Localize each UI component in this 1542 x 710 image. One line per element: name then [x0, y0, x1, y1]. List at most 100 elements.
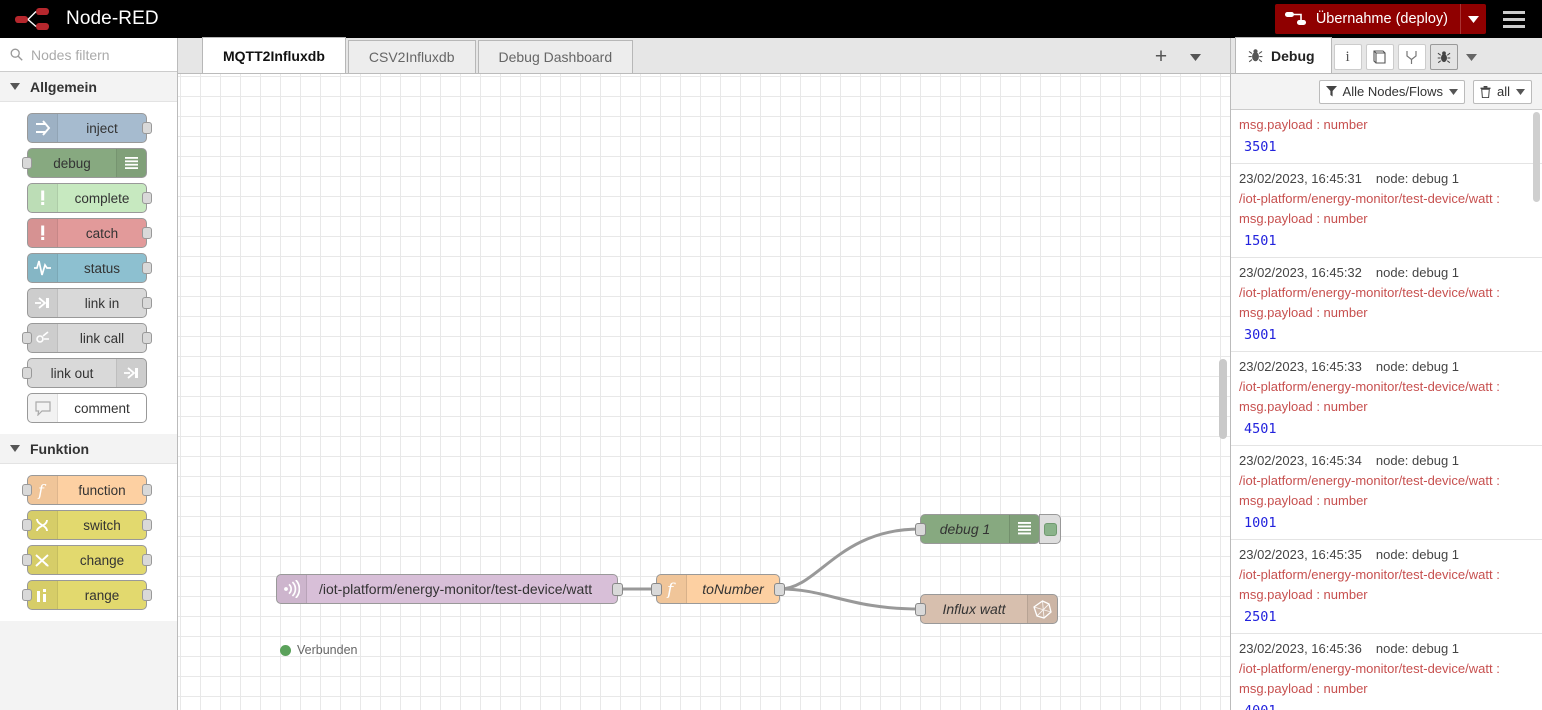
input-port[interactable] — [22, 367, 32, 379]
palette-node-label: complete — [58, 191, 146, 206]
sidebar-tool-debug[interactable] — [1430, 44, 1458, 70]
flow-node-influx-watt[interactable]: Influx watt — [920, 594, 1058, 624]
flow-tabs: MQTT2InfluxdbCSV2InfluxdbDebug Dashboard — [178, 34, 635, 73]
sidebar-tab-debug[interactable]: Debug — [1235, 37, 1332, 73]
main-menu-button[interactable] — [1486, 0, 1542, 38]
output-port[interactable] — [142, 554, 152, 566]
debug-message[interactable]: msg.payload : number3501 — [1231, 110, 1542, 164]
input-port[interactable] — [22, 519, 32, 531]
debug-value: 1501 — [1239, 229, 1534, 251]
flow-node-to-number[interactable]: f toNumber — [656, 574, 780, 604]
debug-topic: /iot-platform/energy-monitor/test-device… — [1239, 471, 1534, 491]
output-port[interactable] — [142, 589, 152, 601]
flow-node-label: toNumber — [687, 581, 779, 597]
book-icon — [1372, 50, 1387, 64]
debug-timestamp: 23/02/2023, 16:45:36 — [1239, 641, 1362, 656]
output-port[interactable] — [142, 122, 152, 134]
flow-canvas[interactable]: /iot-platform/energy-monitor/test-device… — [178, 74, 1230, 710]
flow-node-debug-1[interactable]: debug 1 — [920, 514, 1040, 544]
palette-node-comment[interactable]: comment — [27, 393, 147, 423]
add-flow-button[interactable]: + — [1148, 45, 1174, 69]
debug-enable-toggle[interactable] — [1039, 514, 1061, 544]
sidebar-tool-help[interactable] — [1366, 44, 1394, 70]
palette-node-function[interactable]: ffunction — [27, 475, 147, 505]
debug-message[interactable]: 23/02/2023, 16:45:32node: debug 1/iot-pl… — [1231, 258, 1542, 352]
input-port[interactable] — [22, 589, 32, 601]
deploy-icon — [1285, 11, 1307, 27]
chevron-down-icon — [10, 445, 20, 452]
flow-tab-debug-dashboard[interactable]: Debug Dashboard — [478, 40, 634, 73]
palette-search[interactable]: Nodes filtern — [0, 38, 177, 72]
app-header: Node-RED Übernahme (deploy) — [0, 0, 1542, 38]
debug-value: 4001 — [1239, 699, 1534, 710]
debug-message[interactable]: 23/02/2023, 16:45:34node: debug 1/iot-pl… — [1231, 446, 1542, 540]
sidebar-more-button[interactable] — [1460, 44, 1484, 70]
palette-node-link-out[interactable]: link out — [27, 358, 147, 388]
palette-node-debug[interactable]: debug — [27, 148, 147, 178]
palette-node-link-in[interactable]: link in — [27, 288, 147, 318]
sidebar-tool-config-nodes[interactable] — [1398, 44, 1426, 70]
flow-list-menu-button[interactable] — [1182, 45, 1208, 69]
palette-node-change[interactable]: change — [27, 545, 147, 575]
debug-message[interactable]: 23/02/2023, 16:45:33node: debug 1/iot-pl… — [1231, 352, 1542, 446]
flow-tab-mqtt2influxdb[interactable]: MQTT2Influxdb — [202, 37, 346, 73]
palette-node-complete[interactable]: complete — [27, 183, 147, 213]
canvas-vertical-scrollbar[interactable] — [1219, 359, 1227, 439]
palette-node-catch[interactable]: catch — [27, 218, 147, 248]
flow-tab-csv2influxdb[interactable]: CSV2Influxdb — [348, 40, 476, 73]
palette-node-switch[interactable]: switch — [27, 510, 147, 540]
debug-items: msg.payload : number350123/02/2023, 16:4… — [1231, 110, 1542, 710]
input-port[interactable] — [22, 554, 32, 566]
link-in-icon — [28, 289, 58, 317]
palette-node-link-call[interactable]: link call — [27, 323, 147, 353]
output-port[interactable] — [612, 583, 623, 596]
debug-topic: /iot-platform/energy-monitor/test-device… — [1239, 377, 1534, 397]
debug-message-list[interactable]: msg.payload : number350123/02/2023, 16:4… — [1231, 110, 1542, 710]
brand: Node-RED — [0, 6, 159, 32]
deploy-button[interactable]: Übernahme (deploy) — [1275, 4, 1460, 34]
palette-category-allgemein[interactable]: Allgemein — [0, 72, 177, 102]
output-port[interactable] — [142, 332, 152, 344]
palette-node-label: catch — [58, 226, 146, 241]
debug-filter-select[interactable]: Alle Nodes/Flows — [1319, 80, 1465, 104]
influxdb-icon — [1027, 595, 1057, 623]
debug-source-node: node: debug 1 — [1376, 359, 1459, 374]
sidebar-tool-information[interactable]: i — [1334, 44, 1362, 70]
node-red-logo-icon — [14, 6, 56, 32]
input-port[interactable] — [22, 484, 32, 496]
input-port[interactable] — [651, 583, 662, 596]
chevron-down-icon — [1449, 89, 1458, 95]
debug-clear-label: all — [1497, 84, 1510, 99]
palette-category-funktion[interactable]: Funktion — [0, 434, 177, 464]
debug-message[interactable]: 23/02/2023, 16:45:31node: debug 1/iot-pl… — [1231, 164, 1542, 258]
palette-node-range[interactable]: range — [27, 580, 147, 610]
debug-message[interactable]: 23/02/2023, 16:45:35node: debug 1/iot-pl… — [1231, 540, 1542, 634]
palette-node-inject[interactable]: inject — [27, 113, 147, 143]
debug-vertical-scrollbar[interactable] — [1533, 112, 1540, 202]
output-port[interactable] — [142, 484, 152, 496]
input-port[interactable] — [22, 332, 32, 344]
output-port[interactable] — [774, 583, 785, 596]
wire-function-to-influx — [780, 589, 920, 609]
debug-timestamp: 23/02/2023, 16:45:34 — [1239, 453, 1362, 468]
input-port[interactable] — [22, 157, 32, 169]
output-port[interactable] — [142, 192, 152, 204]
palette-node-status[interactable]: status — [27, 253, 147, 283]
switch-icon — [28, 511, 58, 539]
debug-message-meta: 23/02/2023, 16:45:35node: debug 1 — [1239, 545, 1534, 565]
debug-message[interactable]: 23/02/2023, 16:45:36node: debug 1/iot-pl… — [1231, 634, 1542, 710]
input-port[interactable] — [915, 523, 926, 536]
deploy-options-button[interactable] — [1460, 4, 1486, 34]
debug-property: msg.payload : number — [1239, 303, 1534, 323]
output-port[interactable] — [142, 519, 152, 531]
debug-timestamp: 23/02/2023, 16:45:31 — [1239, 171, 1362, 186]
flow-workspace: MQTT2InfluxdbCSV2InfluxdbDebug Dashboard… — [178, 38, 1230, 710]
palette-node-label: link out — [28, 366, 116, 381]
filter-icon — [1326, 86, 1337, 97]
output-port[interactable] — [142, 262, 152, 274]
output-port[interactable] — [142, 227, 152, 239]
input-port[interactable] — [915, 603, 926, 616]
flow-node-mqtt-in[interactable]: /iot-platform/energy-monitor/test-device… — [276, 574, 618, 604]
debug-clear-button[interactable]: all — [1473, 80, 1532, 104]
output-port[interactable] — [142, 297, 152, 309]
